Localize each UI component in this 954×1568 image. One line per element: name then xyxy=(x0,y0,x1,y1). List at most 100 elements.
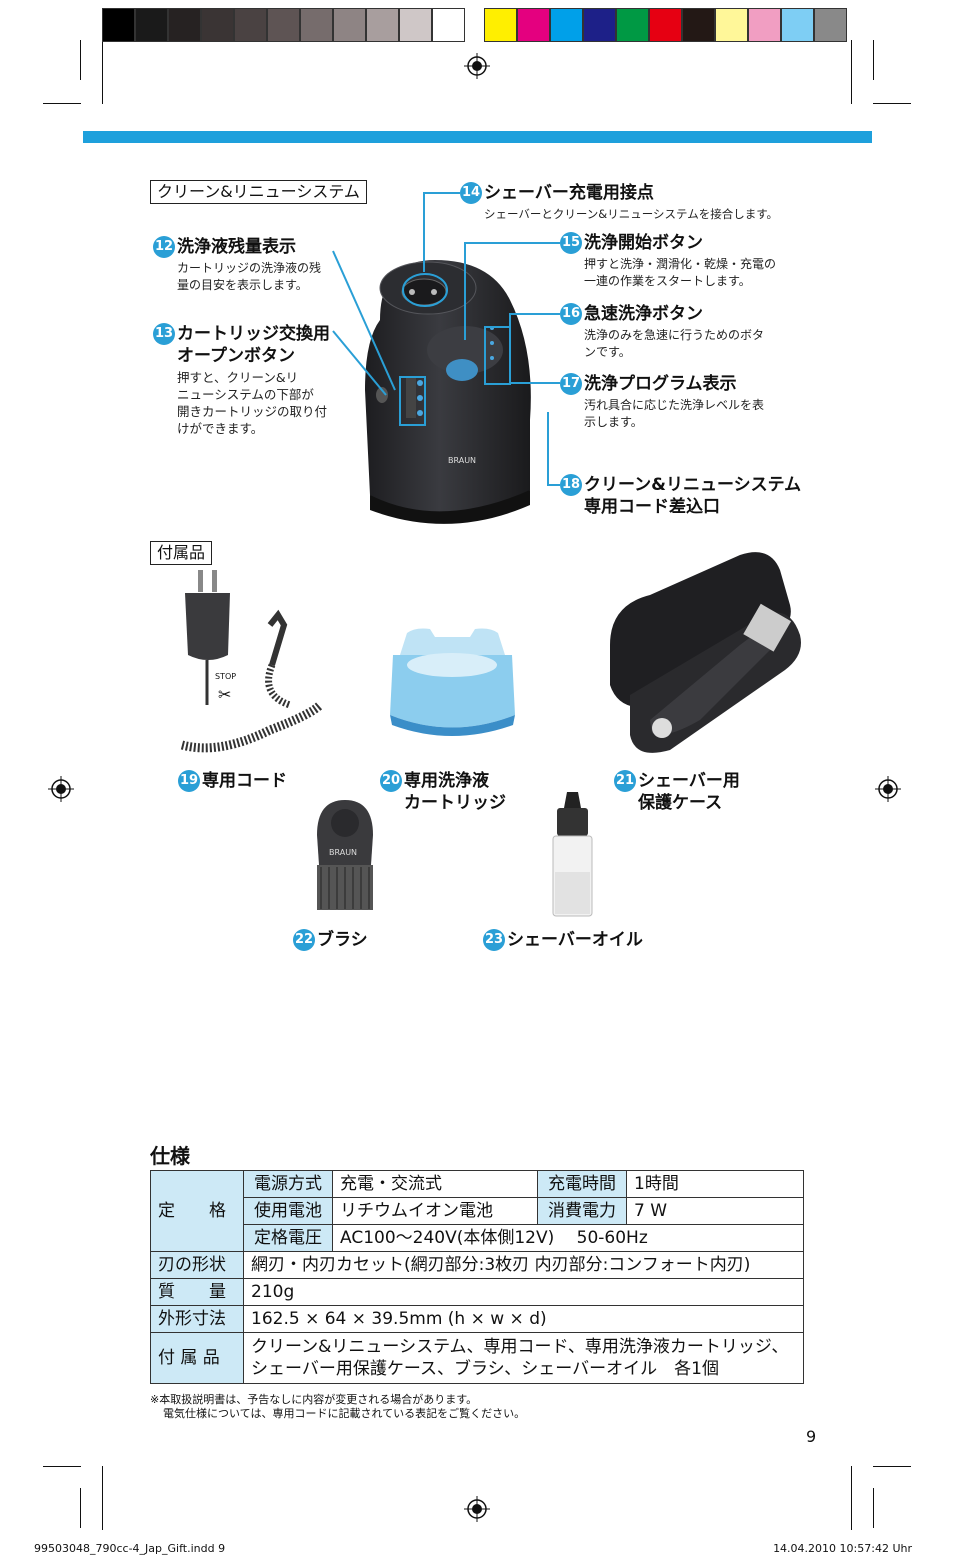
badge-13: 13 xyxy=(153,323,175,345)
cartridge-illustration xyxy=(390,628,515,736)
color-swatch xyxy=(550,8,583,42)
cord-illustration: STOP ✂ xyxy=(180,570,324,753)
feature-desc-line: けができます。 xyxy=(177,421,264,436)
spec-value: 162.5 × 64 × 39.5mm (h × w × d) xyxy=(243,1305,804,1333)
badge-16: 16 xyxy=(560,303,582,325)
feature-desc-line: 洗浄のみを急速に行うためのボタ xyxy=(584,328,765,342)
accessory-label-2: 保護ケース xyxy=(638,793,723,813)
color-swatch xyxy=(649,8,682,42)
spec-label: 定格電圧 xyxy=(243,1224,333,1252)
crop-mark xyxy=(873,1466,911,1467)
color-swatch xyxy=(234,8,267,42)
badge-23: 23 xyxy=(483,929,505,951)
section-label-accessories: 付属品 xyxy=(150,541,213,565)
color-swatch xyxy=(432,8,465,42)
feature-title-2: 専用コード差込口 xyxy=(584,497,720,517)
spec-value: 網刃・内刃カセット(網刃部分:3枚刃 内刃部分:コンフォート内刃) xyxy=(243,1251,804,1279)
badge-14: 14 xyxy=(460,182,482,204)
spec-label: 消費電力 xyxy=(537,1197,627,1225)
color-swatch xyxy=(168,8,201,42)
badge-15: 15 xyxy=(560,232,582,254)
color-swatch xyxy=(583,8,616,42)
spec-row-label: 刃の形状 xyxy=(150,1251,244,1279)
registration-mark xyxy=(464,53,490,79)
spec-label: 充電時間 xyxy=(537,1170,627,1198)
color-swatch xyxy=(484,8,517,42)
spec-value: 210g xyxy=(243,1278,804,1306)
callout-lines xyxy=(332,192,560,486)
feature-title: 急速洗浄ボタン xyxy=(584,304,703,324)
color-swatch xyxy=(748,8,781,42)
crop-mark xyxy=(102,40,103,104)
feature-desc-line: ニューシステムの下部が xyxy=(177,387,314,402)
accessory-label-2: カートリッジ xyxy=(404,793,506,813)
registration-mark xyxy=(875,776,901,802)
crop-mark xyxy=(873,103,911,104)
page-number: 9 xyxy=(806,1427,817,1446)
color-swatch xyxy=(715,8,748,42)
feature-title: 洗浄プログラム表示 xyxy=(584,374,737,394)
spec-value: 7 W xyxy=(626,1197,804,1225)
section-label-system: クリーン&リニューシステム xyxy=(150,180,367,204)
feature-desc-line: 示します。 xyxy=(584,415,643,429)
spec-value: 1時間 xyxy=(626,1170,804,1198)
brush-brand: BRAUN xyxy=(329,848,357,857)
feature-title: 洗浄液残量表示 xyxy=(177,237,296,257)
spec-value: 充電・交流式 xyxy=(332,1170,538,1198)
feature-title: 洗浄開始ボタン xyxy=(584,233,703,253)
color-swatch xyxy=(616,8,649,42)
badge-19: 19 xyxy=(178,770,200,792)
color-swatch xyxy=(814,8,847,42)
oil-bottle-illustration xyxy=(552,792,593,917)
footer-file: 99503048_790cc-4_Jap_Gift.indd 9 xyxy=(34,1542,226,1555)
badge-17: 17 xyxy=(560,373,582,395)
badge-22: 22 xyxy=(293,929,315,951)
feature-desc-line: シェーバーとクリーン&リニューシステムを接合します。 xyxy=(484,207,779,221)
color-swatch xyxy=(300,8,333,42)
feature-title: シェーバー充電用接点 xyxy=(484,183,654,203)
color-swatch xyxy=(201,8,234,42)
feature-desc-line: 押すと洗浄・潤滑化・乾燥・充電の xyxy=(584,257,777,271)
spec-label: 電源方式 xyxy=(243,1170,333,1198)
color-swatch xyxy=(135,8,168,42)
color-swatch xyxy=(781,8,814,42)
crop-mark xyxy=(851,40,852,104)
crop-mark xyxy=(873,1488,874,1528)
spec-title: 仕様 xyxy=(150,1144,190,1168)
spec-row-label: 外形寸法 xyxy=(150,1305,244,1333)
feature-desc-line: 汚れ具合に応じた洗浄レベルを表 xyxy=(584,398,765,412)
spec-note-1: ※本取扱説明書は、予告なしに内容が変更される場合があります。 xyxy=(150,1393,478,1406)
spec-value: AC100〜240V(本体側12V) 50-60Hz xyxy=(332,1224,804,1252)
feature-title: クリーン&リニューシステム xyxy=(584,475,802,495)
spec-value-line: クリーン&リニューシステム、専用コード、専用洗浄液カートリッジ、 xyxy=(251,1337,789,1357)
spec-note-2: 電気仕様については、専用コードに記載されている表記をご覧ください。 xyxy=(163,1407,526,1420)
accessory-label: シェーバー用 xyxy=(638,771,740,791)
crop-mark xyxy=(102,1466,103,1530)
accessory-label: 専用コード xyxy=(202,771,287,791)
color-swatch xyxy=(333,8,366,42)
scissors-icon: ✂ xyxy=(218,685,231,704)
feature-desc-line: 量の目安を表示します。 xyxy=(177,278,308,292)
feature-desc-line: ンです。 xyxy=(584,345,631,359)
color-swatch xyxy=(102,8,135,42)
color-swatch xyxy=(682,8,715,42)
spec-row-label: 質 量 xyxy=(150,1278,244,1306)
feature-desc-line: カートリッジの洗浄液の残 xyxy=(177,261,322,275)
spec-label: 使用電池 xyxy=(243,1197,333,1225)
protective-case-illustration xyxy=(610,552,801,753)
cord-stop-label: STOP xyxy=(215,672,236,681)
color-swatch xyxy=(399,8,432,42)
spec-row-label: 定 格 xyxy=(150,1170,244,1252)
feature-title-2: オープンボタン xyxy=(177,346,295,366)
